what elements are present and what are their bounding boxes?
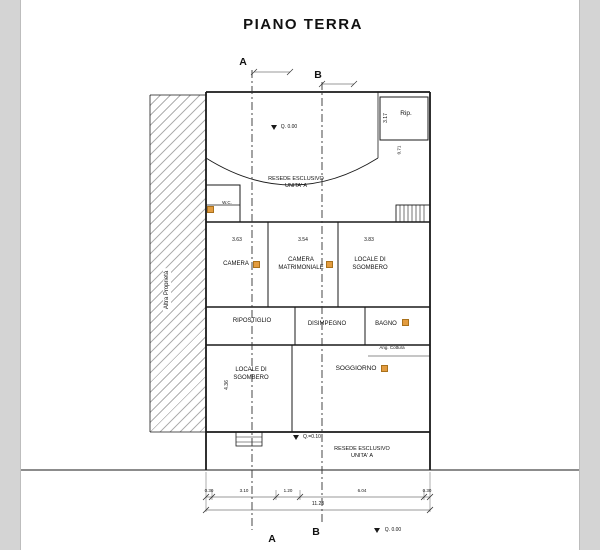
- section-lines: [251, 70, 323, 530]
- level-icon: [293, 435, 299, 440]
- dim-sgombero-width: 3.83: [364, 237, 374, 243]
- section-marker-bottom-b: B: [312, 526, 320, 538]
- dim-chain-1: 3.10: [239, 488, 249, 493]
- page-margin-left: [0, 0, 21, 550]
- adjacent-property-hatch: [150, 95, 206, 432]
- dim-chain-4: 0.30: [422, 488, 432, 493]
- dim-total-width: 11.23: [311, 501, 325, 507]
- page-margin-right: [579, 0, 600, 550]
- resede-top-label: RESEDE ESCLUSIVO UNITA' A: [268, 176, 324, 190]
- section-marker-top-a: A: [239, 56, 247, 68]
- room-label-sgombero-2: LOCALE DI SGOMBERO: [233, 367, 269, 381]
- room-label-rip: Rip.: [400, 110, 412, 117]
- room-label-sgombero-1: LOCALE DI SGOMBERO: [352, 257, 388, 271]
- room-label-wc: W.C.: [222, 200, 232, 205]
- room-tag: [253, 261, 260, 268]
- dim-chain-2: 1.20: [283, 488, 293, 493]
- dimension-lines: [202, 68, 434, 514]
- room-label-camera: CAMERA: [223, 261, 249, 267]
- room-label-disimpegno: DISIMPEGNO: [307, 321, 347, 327]
- dim-rip-height: 3.17: [383, 113, 389, 123]
- level-icon: [271, 125, 277, 130]
- dim-camera-width: 3.63: [232, 237, 242, 243]
- room-tag: [326, 261, 333, 268]
- dim-chain-3: 6.04: [357, 488, 367, 493]
- adjacent-property-label: Altra Proprietà: [163, 267, 171, 313]
- level-label-bottom: Q. 0.00: [384, 527, 402, 533]
- level-label-top: Q. 0.00: [280, 124, 298, 130]
- room-label-bagno: BAGNO: [375, 321, 397, 327]
- dim-rip-offset: 0.71: [396, 145, 402, 155]
- page-title: PIANO TERRA: [243, 16, 363, 33]
- level-label-mid: Q.=0.10: [303, 434, 321, 440]
- room-label-soggiorno: SOGGIORNO: [335, 365, 377, 372]
- level-icon: [374, 528, 380, 533]
- room-label-matrimoniale: CAMERA MATRIMONIALE: [278, 257, 324, 271]
- dim-matrimoniale-width: 3.54: [298, 237, 308, 243]
- room-tag: [402, 319, 409, 326]
- room-tag: [207, 206, 214, 213]
- resede-bottom-label: RESEDE ESCLUSIVO UNITA' A: [334, 446, 390, 460]
- level-marker-icons: [271, 125, 380, 533]
- dim-left-height: 4.36: [224, 380, 230, 390]
- wall-lines: [21, 91, 579, 471]
- room-label-ripostiglio: RIPOSTIGLIO: [232, 318, 272, 324]
- dim-chain-0: 0.30: [204, 488, 214, 493]
- section-marker-bottom-a: A: [268, 533, 276, 545]
- room-label-ang-cottura: Ang. Cottura: [379, 345, 405, 350]
- section-marker-top-b: B: [314, 69, 322, 81]
- room-tag: [381, 365, 388, 372]
